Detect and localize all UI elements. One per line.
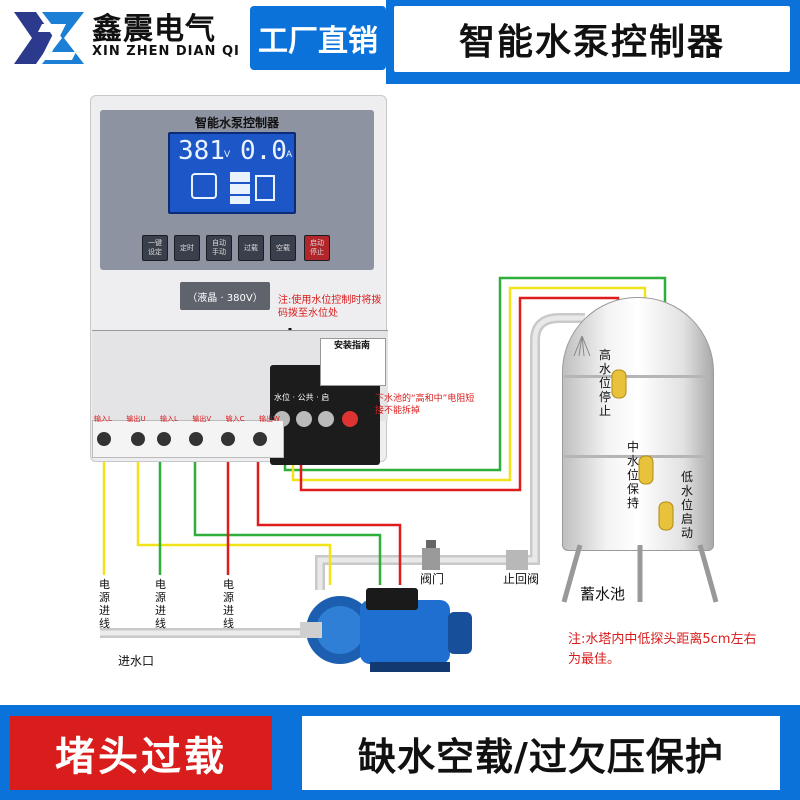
lcd-voltage: 381 (178, 136, 225, 166)
check-valve-icon (506, 550, 528, 570)
tank-ring (564, 455, 710, 458)
page-title: 智能水泵控制器 (394, 6, 790, 72)
power-terminal-strip (92, 420, 284, 458)
valve-label: 阀门 (420, 572, 445, 586)
terminal-label: 输入L (94, 415, 112, 423)
lcd-pump-icon (191, 172, 275, 204)
terminal-label: 输出V (192, 415, 212, 423)
wire-green-mid (193, 455, 382, 585)
water-level-note: 注:使用水位控制时将拨码拨至水位处 (278, 295, 382, 319)
terminal-label: 输出U (126, 415, 146, 423)
key-timer[interactable]: 定时 (174, 235, 200, 261)
terminal-screws (274, 411, 358, 427)
tank-name: 蓄水池 (580, 585, 626, 603)
tank-ring (564, 375, 710, 378)
valve-icon (422, 548, 440, 570)
factory-direct-badge: 工厂直销 (250, 6, 386, 70)
brand-logo-icon (14, 12, 84, 64)
lcd-current: 0.0 (240, 136, 287, 166)
wire-yellow-left (136, 455, 332, 585)
mid-level-label: 中水位保持 (626, 440, 639, 510)
power-terminal-screws (97, 432, 267, 446)
power-terminal-labels: 输入L 输出U 输入L 输出V 输入C 输出W (94, 414, 280, 424)
inlet-label: 进水口 (118, 654, 155, 668)
spray-icon (573, 336, 591, 357)
key-label-top: 自动 (212, 239, 226, 247)
footer-protection-tag: 缺水空载/过欠压保护 (302, 716, 780, 790)
key-overload[interactable]: 过载 (238, 235, 264, 261)
power-input-label-2: 电源进线 (155, 578, 166, 630)
key-no-load[interactable]: 空载 (270, 235, 296, 261)
key-one-touch-set[interactable]: 一键设定 (142, 235, 168, 261)
terminal-labels: 水位 · 公共 · 启 (274, 393, 330, 402)
power-input-label-3: 电源进线 (223, 578, 234, 630)
level-probes (611, 369, 674, 531)
lcd-current-unit: A (286, 150, 293, 160)
terminal-label: 输入C (225, 415, 245, 423)
controller-panel-title: 智能水泵控制器 (194, 116, 279, 130)
terminal-label: 输入L (160, 415, 178, 423)
water-tank (562, 297, 714, 551)
lcd-voltage-unit: V (224, 150, 231, 160)
tank-legs (561, 544, 719, 603)
wire-red-right (256, 455, 402, 585)
key-label-top: 启动 (310, 239, 324, 247)
power-input-label-1: 电源进线 (99, 578, 110, 630)
key-label-bottom: 定时 (180, 243, 194, 252)
key-label-bottom: 停止 (310, 248, 324, 256)
install-guide-card (320, 338, 386, 386)
brand-name-cn: 鑫震电气 (92, 12, 216, 47)
probe-distance-note: 注:水塔内中低探头距离5cm左右为最佳。 (568, 632, 757, 667)
key-label-bottom: 空载 (276, 243, 290, 252)
key-label-bottom: 设定 (148, 248, 162, 256)
key-label-top: 一键 (148, 239, 162, 247)
key-label-bottom: 过载 (244, 243, 258, 252)
model-window: （液晶 · 380V） (180, 282, 270, 310)
short-circuit-note: 下水池的“高和中”电阻短接不能拆掉 (375, 394, 475, 416)
key-label-bottom: 手动 (212, 248, 226, 256)
terminal-label: 输出W (259, 415, 280, 423)
footer-overload-tag: 堵头过载 (10, 716, 272, 790)
check-valve-label: 止回阀 (503, 572, 540, 586)
high-level-label: 高水位停止 (598, 348, 611, 418)
key-auto-manual[interactable]: 自动手动 (206, 235, 232, 261)
water-pump-icon (300, 588, 472, 672)
install-guide-title: 安装指南 (333, 341, 370, 351)
key-start-stop[interactable]: 启动停止 (304, 235, 330, 261)
brand-name-en: XIN ZHEN DIAN QI (92, 44, 240, 59)
low-level-label: 低水位启动 (680, 470, 693, 540)
